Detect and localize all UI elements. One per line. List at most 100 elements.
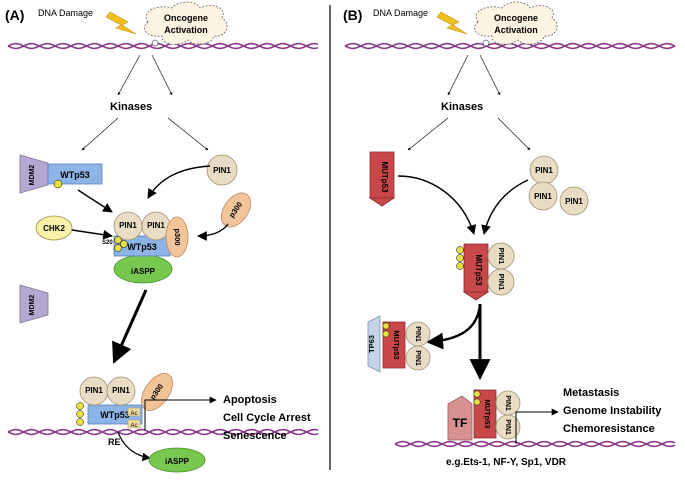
dna-strand-b-bottom bbox=[394, 440, 676, 448]
tf-label: TF bbox=[453, 416, 468, 430]
pin1-free-b2-label: PIN1 bbox=[534, 192, 552, 201]
tp63-label: TP63 bbox=[367, 335, 376, 353]
arrow-oncogene-to-kinases-b bbox=[479, 54, 501, 96]
dna-helix-strand bbox=[7, 428, 319, 436]
pin1-dna-a-label: PIN1 bbox=[85, 386, 103, 395]
acetyl-1 bbox=[127, 407, 141, 417]
pin1-dna-b-b-label: PIN1 bbox=[504, 419, 511, 435]
pin1-tp63-b bbox=[405, 345, 431, 371]
mdm2-top: MDM2 bbox=[19, 154, 49, 194]
tf: TF bbox=[447, 395, 473, 441]
mdm2-lower: MDM2 bbox=[19, 284, 49, 324]
arrow-transcription-b bbox=[515, 408, 559, 444]
phospho-complex-3 bbox=[120, 240, 128, 248]
pin1-free-b1-label: PIN1 bbox=[535, 166, 553, 175]
pin1-complex-b-label: PIN1 bbox=[147, 221, 165, 230]
p300-complex-label: p300 bbox=[173, 228, 182, 245]
oncogene-cloud-b: Oncogene Activation bbox=[474, 1, 558, 45]
mutp53-complex-box bbox=[463, 243, 489, 293]
oncogene-text-b: Oncogene bbox=[494, 13, 538, 23]
pin1-free-a: PIN1 bbox=[206, 154, 238, 186]
arrow-complex-to-tp63 bbox=[426, 303, 482, 350]
iaspp-complex-label: iASPP bbox=[131, 267, 156, 276]
pin1-free-b3: PIN1 bbox=[559, 186, 589, 216]
mutp53-tp63-label: MUTp53 bbox=[392, 330, 401, 359]
acetyl-2-label: Ac bbox=[130, 423, 137, 429]
lightning-icon-b bbox=[436, 11, 468, 35]
arrow-kinases-to-mutp53 bbox=[407, 117, 449, 151]
iaspp-released-label: iASPP bbox=[165, 457, 190, 466]
arrow-kinases-to-wtp53 bbox=[81, 117, 119, 151]
dna-strand-a-bottom bbox=[7, 428, 319, 436]
arrow-dna-to-kinases-b bbox=[447, 54, 469, 96]
wtp53-dna-complex: p300 WTp53 PIN1 PIN1 Ac Ac bbox=[76, 373, 173, 429]
tf-examples: e.g.Ets-1, NF-Y, Sp1, VDR bbox=[446, 457, 567, 468]
wtp53-complex-label: WTp53 bbox=[127, 242, 157, 252]
oncogene-cloud: Oncogene Activation bbox=[144, 1, 228, 45]
pin1-complex-b-b-label: PIN1 bbox=[497, 274, 506, 291]
phospho-dna-b-2 bbox=[473, 398, 481, 406]
phospho-dna-3 bbox=[76, 418, 84, 426]
phospho-wtp53-top bbox=[53, 179, 63, 189]
pin1-dna-b bbox=[106, 376, 136, 406]
mutp53-free-label: MUTp53 bbox=[380, 161, 389, 193]
dna-strand-b-top bbox=[344, 42, 676, 50]
panel-a-label: (A) bbox=[5, 7, 24, 23]
chk2-label: CHK2 bbox=[43, 224, 65, 233]
oncogene-text: Oncogene bbox=[164, 13, 208, 23]
outcome-chemoresistance: Chemoresistance bbox=[563, 423, 655, 435]
activation-text: Activation bbox=[164, 25, 208, 35]
acetyl-1-label: Ac bbox=[130, 411, 137, 417]
activation-text-b: Activation bbox=[494, 25, 538, 35]
pin1-free-a-label: PIN1 bbox=[213, 166, 231, 175]
pin1-dna-b-label: PIN1 bbox=[112, 386, 130, 395]
phospho-tp63-2 bbox=[382, 330, 390, 338]
pin1-complex-b-a-label: PIN1 bbox=[497, 248, 506, 265]
pin1-free-b3-label: PIN1 bbox=[565, 197, 583, 206]
mutp53-complex-label: MUTp53 bbox=[474, 254, 483, 286]
phospho-dna-2 bbox=[76, 410, 84, 418]
pin1-dna-b-b bbox=[495, 414, 521, 440]
phospho-dna-1 bbox=[76, 402, 84, 410]
arrow-p300-to-complex bbox=[197, 223, 229, 241]
phospho-b-3 bbox=[456, 262, 464, 270]
dna-helix-strand bbox=[7, 428, 319, 436]
arrow-oncogene-to-kinases bbox=[151, 54, 173, 96]
outcome-metastasis: Metastasis bbox=[563, 387, 619, 399]
oncogene-marker bbox=[151, 39, 159, 47]
p300-complex bbox=[165, 216, 189, 258]
p300-free: p300 bbox=[220, 192, 252, 228]
arrow-pin1-to-complex bbox=[147, 165, 211, 199]
outcome-genome-instability: Genome Instability bbox=[563, 405, 662, 417]
wtp53-top-label: WTp53 bbox=[60, 170, 90, 180]
arrow-kinases-to-pin1-b bbox=[497, 117, 531, 151]
oncogene-marker-b bbox=[482, 39, 490, 47]
arrow-complex-to-dna bbox=[112, 289, 148, 364]
arrow-wtp53-to-complex bbox=[77, 189, 113, 213]
acetyl-2 bbox=[127, 419, 141, 429]
pin1-complex-b-b bbox=[487, 268, 515, 296]
iaspp-released: iASPP bbox=[148, 447, 206, 473]
kinases-label: Kinases bbox=[110, 101, 152, 113]
dna-strand-a-top bbox=[7, 42, 319, 50]
arrow-chk2-to-complex bbox=[71, 229, 113, 240]
phospho-b-1 bbox=[456, 246, 464, 254]
mutp53-free: MUTp53 bbox=[368, 151, 396, 207]
dna-helix-strand bbox=[7, 42, 319, 50]
arrow-kinases-to-pin1 bbox=[167, 117, 209, 151]
outcome-senescence: Senescence bbox=[223, 430, 287, 442]
dna-helix-strand bbox=[7, 42, 319, 50]
pin1-tp63-b-label: PIN1 bbox=[414, 350, 421, 366]
pin1-free-b1: PIN1 bbox=[529, 155, 559, 185]
arrow-mutp53-to-complex bbox=[397, 175, 477, 235]
phospho-complex-2 bbox=[114, 244, 122, 252]
arrow-iaspp-release bbox=[117, 431, 151, 462]
pin1-complex-a-label: PIN1 bbox=[119, 221, 137, 230]
wtp53-complex: iASPP WTp53 PIN1 PIN1 p300 bbox=[113, 211, 189, 284]
pin1-tp63-a-label: PIN1 bbox=[414, 326, 421, 342]
mutp53-complex: MUTp53 PIN1 PIN1 bbox=[456, 242, 515, 301]
outcome-cell-cycle-arrest: Cell Cycle Arrest bbox=[223, 412, 311, 424]
dna-damage-label-b: DNA Damage bbox=[373, 8, 428, 18]
chk2: CHK2 bbox=[35, 215, 73, 241]
